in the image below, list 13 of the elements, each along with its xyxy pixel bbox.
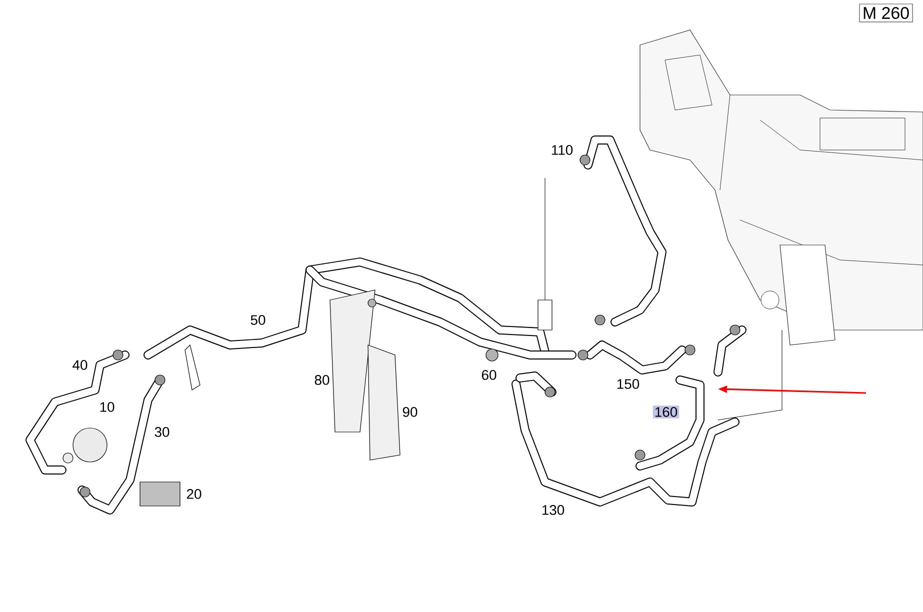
callout-number: 110 <box>552 145 573 155</box>
callout-number: 80 <box>314 375 330 385</box>
callout-number: 160 <box>652 406 680 418</box>
callout-number: 10 <box>100 402 114 412</box>
callout-number: 60 <box>482 370 496 380</box>
callout-number: 30 <box>154 427 170 437</box>
callout-number: 40 <box>72 360 88 370</box>
callout-number: 20 <box>186 489 202 499</box>
callout-number: 90 <box>402 407 418 417</box>
callout-number: 50 <box>250 315 266 325</box>
diagram-code-box: M 260 <box>859 4 913 22</box>
callout-number: 150 <box>617 379 640 389</box>
callout-number: 130 <box>542 505 564 515</box>
